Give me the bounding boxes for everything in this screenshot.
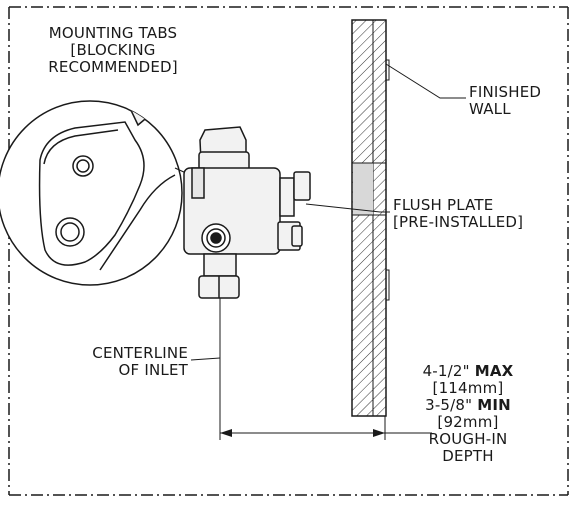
- flush-plate-line-2: [PRE-INSTALLED]: [393, 213, 524, 231]
- detail-magnifier-icon: [0, 100, 198, 286]
- min-word: MIN: [477, 396, 511, 414]
- mounting-tabs-line-3: RECOMMENDED]: [48, 58, 178, 76]
- mounting-tabs-line-2: [BLOCKING: [70, 41, 156, 59]
- mounting-tabs-label: MOUNTING TABS [BLOCKING RECOMMENDED]: [18, 25, 208, 76]
- leader-lines: [190, 63, 466, 361]
- rough-in-depth-label: 4-1/2" MAX [114mm] 3-5/8" MIN [92mm] ROU…: [408, 363, 528, 465]
- max-word: MAX: [474, 362, 514, 380]
- min-value: 3-5/8": [425, 396, 473, 414]
- max-line: 4-1/2" MAX: [408, 363, 528, 380]
- mounting-tabs-line-1: MOUNTING TABS: [48, 24, 178, 42]
- valve-body-icon: [183, 126, 311, 299]
- rough-in-line-1: ROUGH-IN: [428, 430, 508, 448]
- finished-wall-line-1: FINISHED: [469, 83, 542, 101]
- max-metric: [114mm]: [432, 379, 504, 397]
- flush-plate-label: FLUSH PLATE [PRE-INSTALLED]: [393, 197, 523, 231]
- finished-wall-label: FINISHED WALL: [469, 84, 541, 118]
- rough-in-dimension: [220, 429, 432, 437]
- centerline-line-1: CENTERLINE: [92, 344, 188, 362]
- centerline-label: CENTERLINE OF INLET: [50, 345, 188, 379]
- min-metric: [92mm]: [437, 413, 499, 431]
- centerline-line-2: OF INLET: [118, 361, 188, 379]
- finished-wall-line-2: WALL: [469, 100, 511, 118]
- flush-plate-line-1: FLUSH PLATE: [393, 196, 494, 214]
- min-line: 3-5/8" MIN: [408, 397, 528, 414]
- drawing-border: [8, 6, 569, 496]
- finished-wall: [351, 19, 390, 417]
- max-value: 4-1/2": [422, 362, 470, 380]
- rough-in-line-2: DEPTH: [442, 447, 494, 465]
